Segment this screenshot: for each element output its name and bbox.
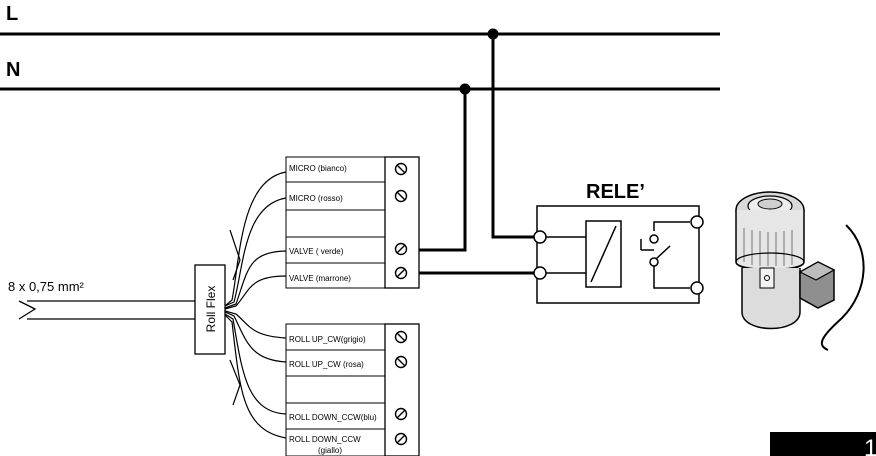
- valve-illustration: [735, 191, 865, 351]
- terminal-label-roll-down-giallo-line1: ROLL DOWN_CCW: [289, 435, 361, 444]
- roll-flex-box: [194, 264, 226, 355]
- terminal-block-1-label-area: [285, 156, 386, 289]
- screw-icon: [394, 330, 408, 344]
- relay-terminal-contact-bottom: [690, 281, 704, 295]
- terminal-label-valve-verde: VALVE ( verde): [289, 247, 344, 256]
- terminal-label-micro-bianco: MICRO (bianco): [289, 164, 347, 173]
- terminal-label-roll-down-giallo-line2: (giallo): [318, 446, 342, 455]
- screw-icon: [394, 266, 408, 280]
- cable-label: 8 x 0,75 mm²: [8, 279, 85, 294]
- terminal-block-1: MICRO (bianco) MICRO (rosso) VALVE ( ver…: [285, 156, 420, 289]
- wire-L-to-relay: [491, 34, 540, 239]
- line-L-label: L: [6, 3, 18, 25]
- screw-icon: [394, 355, 408, 369]
- terminal-label-micro-rosso: MICRO (rosso): [289, 194, 343, 203]
- screw-icon: [394, 242, 408, 256]
- relay: RELE’: [533, 181, 704, 304]
- terminal-label-roll-down-blu: ROLL DOWN_CCW(blu): [289, 413, 377, 422]
- terminal-label-roll-up-grigio: ROLL UP_CW(grigio): [289, 335, 366, 344]
- page-number: 1: [864, 435, 876, 456]
- cable: 8 x 0,75 mm²: [8, 279, 195, 320]
- relay-terminal-contact-top: [690, 215, 704, 229]
- terminal-label-valve-marrone: VALVE (marrone): [289, 274, 351, 283]
- page-number-tab: [770, 432, 876, 456]
- relay-terminal-a2: [533, 266, 547, 280]
- relay-label: RELE’: [586, 181, 645, 203]
- line-N-label: N: [6, 59, 20, 81]
- terminal-block-2-label-area: [285, 323, 386, 456]
- screw-icon: [394, 162, 408, 176]
- relay-coil-diagonal: [590, 225, 617, 283]
- fan-out-wires: [224, 171, 287, 439]
- relay-terminal-a1: [533, 230, 547, 244]
- terminal-block-1-screw-area: [384, 156, 420, 289]
- relay-contact: [640, 221, 690, 289]
- screw-icon: [394, 407, 408, 421]
- roll-flex-label: Roll Flex: [204, 286, 218, 333]
- screw-icon: [394, 189, 408, 203]
- terminal-label-roll-up-rosa: ROLL UP_CW (rosa): [289, 360, 364, 369]
- wire-N-to-valve: [404, 89, 467, 252]
- screw-icon: [394, 432, 408, 446]
- terminal-block-2: ROLL UP_CW(grigio) ROLL UP_CW (rosa) ROL…: [285, 323, 420, 456]
